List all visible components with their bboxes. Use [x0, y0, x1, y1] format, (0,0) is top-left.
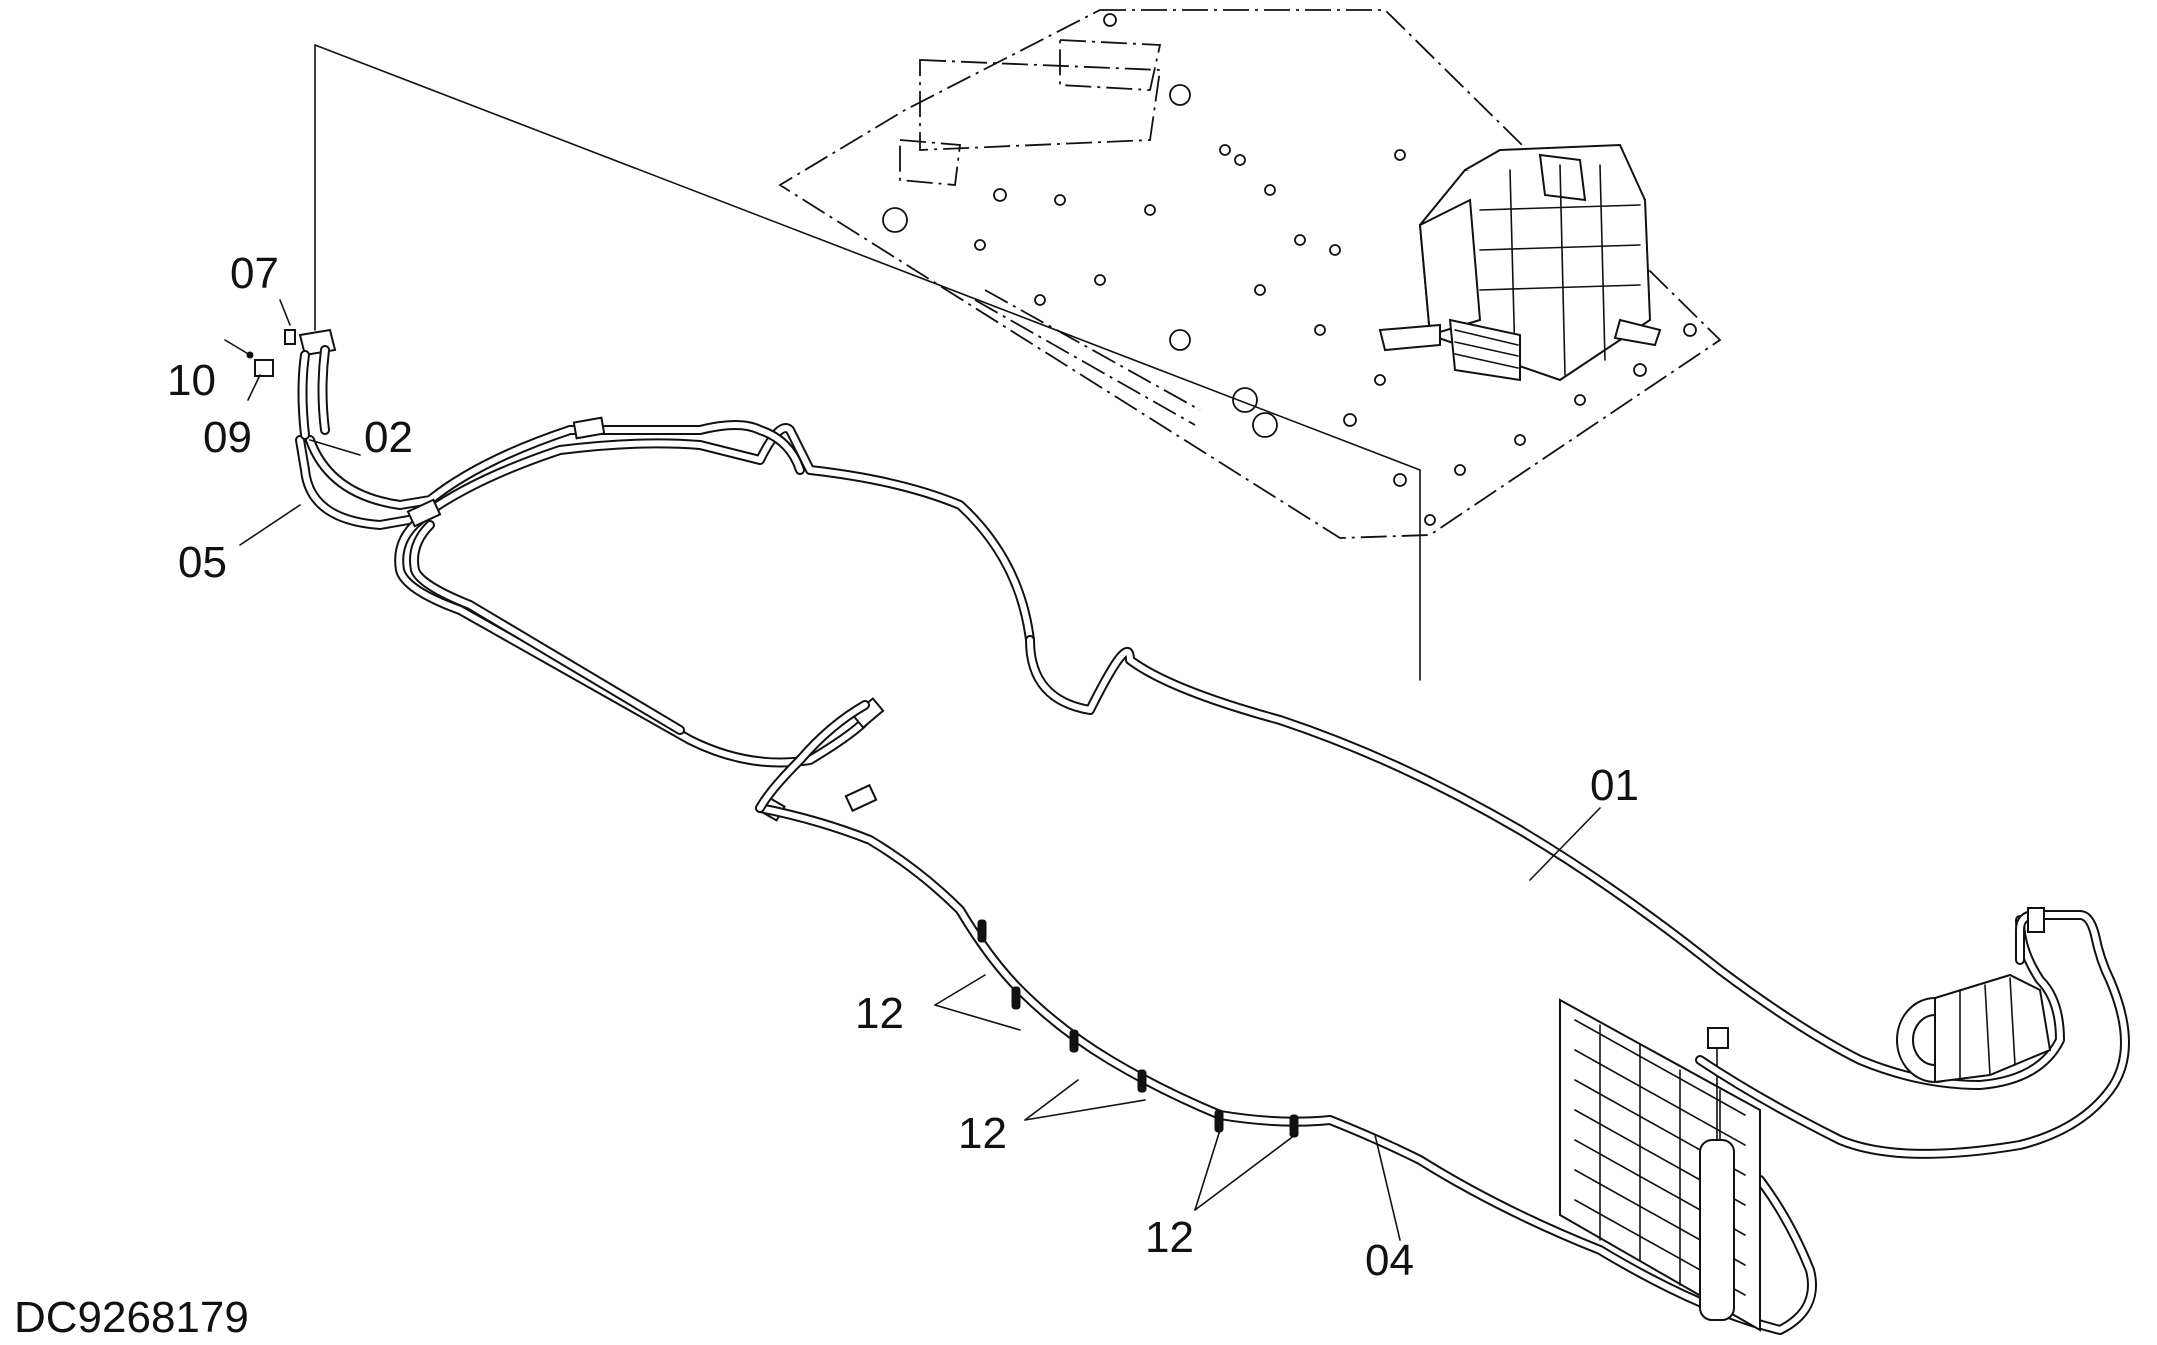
callout-07: 07 — [230, 249, 279, 298]
hose-02 — [305, 420, 805, 510]
callout-12-c: 12 — [1145, 1213, 1194, 1262]
drawing-code: DC9268179 — [14, 1293, 249, 1342]
receiver-drier — [1699, 1027, 1735, 1321]
callout-01: 01 — [1590, 761, 1639, 810]
bracket-parts — [246, 328, 337, 440]
hvac-unit — [1378, 143, 1662, 382]
hose-clamps-12 — [977, 919, 1299, 1138]
callout-09: 09 — [203, 413, 252, 462]
hose-loop-lower — [394, 515, 875, 768]
hose-05 — [295, 423, 1035, 645]
projection-lines — [314, 44, 1421, 681]
floor-plate — [778, 9, 1722, 539]
hose-01 — [1025, 635, 2065, 1090]
callout-12-b: 12 — [958, 1109, 1007, 1158]
leader-lines — [224, 299, 1601, 1241]
callout-12-a: 12 — [855, 989, 904, 1038]
callouts: 01 02 04 05 07 09 10 12 12 12 — [167, 249, 1639, 1285]
callout-05: 05 — [178, 538, 227, 587]
compressor — [1695, 907, 2130, 1159]
callout-02: 02 — [364, 413, 413, 462]
plate-holes — [882, 13, 1697, 526]
callout-10: 10 — [167, 356, 216, 405]
callout-04: 04 — [1365, 1236, 1414, 1285]
